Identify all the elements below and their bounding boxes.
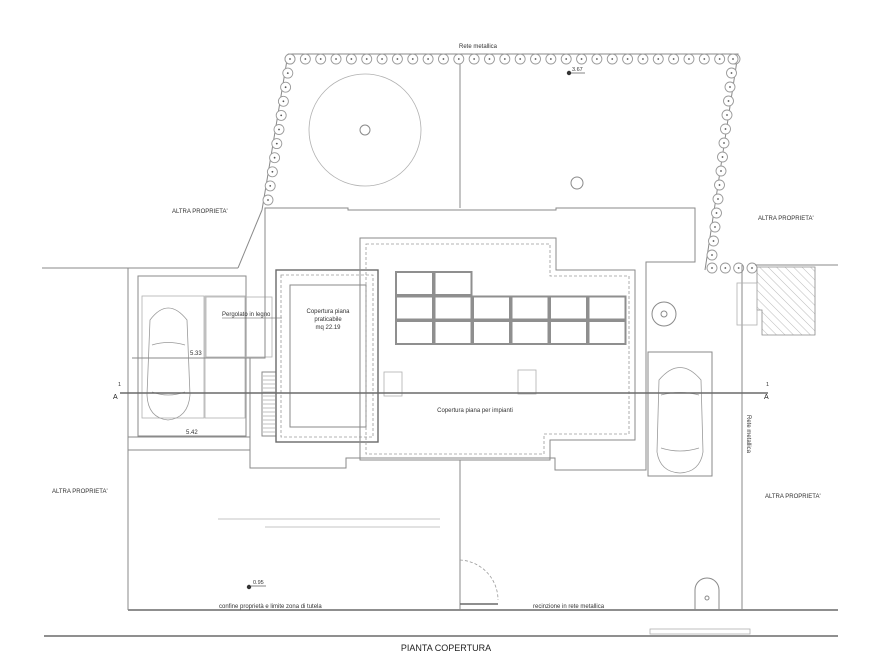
staircase: [261, 371, 277, 437]
label-altra-proprieta-ne: ALTRA PROPRIETA': [758, 216, 814, 222]
main-building: Copertura piana praticabile mq 22.19 Cop…: [249, 207, 696, 471]
neighbour-wall-hatched: [736, 266, 816, 336]
dimension-upper: 5.33: [190, 351, 202, 357]
hedge-row: [262, 53, 758, 274]
tree-canopy-icon: [308, 73, 422, 187]
label-recinzione: recinzione in rete metallica: [533, 604, 605, 610]
north-garden: 3.67 Rete metallica: [237, 44, 739, 271]
right-carport: [647, 351, 713, 477]
label-copertura-praticabile-1: Copertura piana: [306, 309, 350, 315]
spot-elevation-bottom: 0.95: [246, 580, 266, 590]
dimension-lines: 5.33 5.42: [128, 351, 262, 438]
label-altra-proprieta-se: ALTRA PROPRIETA': [765, 494, 821, 500]
car-icon-right: [656, 367, 704, 474]
label-pergolato: Pergolato in legno: [222, 312, 271, 318]
car-icon-left: [146, 307, 191, 421]
tree-trunk-icon: [570, 176, 584, 190]
svg-text:A: A: [113, 394, 118, 401]
spot-elevation-top: 3.67: [566, 67, 585, 76]
solar-panel-array: [395, 271, 627, 345]
pergola: Pergolato in legno: [205, 296, 282, 358]
label-altra-proprieta-nw: ALTRA PROPRIETA': [172, 209, 228, 215]
svg-text:A: A: [764, 394, 769, 401]
svg-text:1: 1: [118, 382, 121, 388]
svg-text:3.67: 3.67: [572, 67, 583, 73]
label-copertura-praticabile-3: mq 22.19: [315, 325, 341, 331]
label-confine: confine proprietà e limite zona di tutel…: [219, 604, 322, 610]
tree-trunk-icon: [359, 124, 371, 136]
label-copertura-praticabile-2: praticabile: [314, 317, 342, 323]
dimension-lower: 5.42: [186, 430, 198, 436]
svg-text:0.95: 0.95: [253, 580, 264, 586]
label-altra-proprieta-sw: ALTRA PROPRIETA': [52, 489, 108, 495]
drawing-title: PIANTA COPERTURA: [401, 643, 491, 653]
property-lines: 0.95: [42, 264, 838, 637]
section-line-a: A 1 A 1: [113, 382, 769, 401]
label-rete-metallica-right: Rete metallica: [745, 415, 751, 454]
svg-text:1: 1: [766, 382, 769, 388]
label-copertura-impianti: Copertura piana per impianti: [437, 408, 513, 414]
label-rete-metallica-top: Rete metallica: [459, 44, 498, 50]
